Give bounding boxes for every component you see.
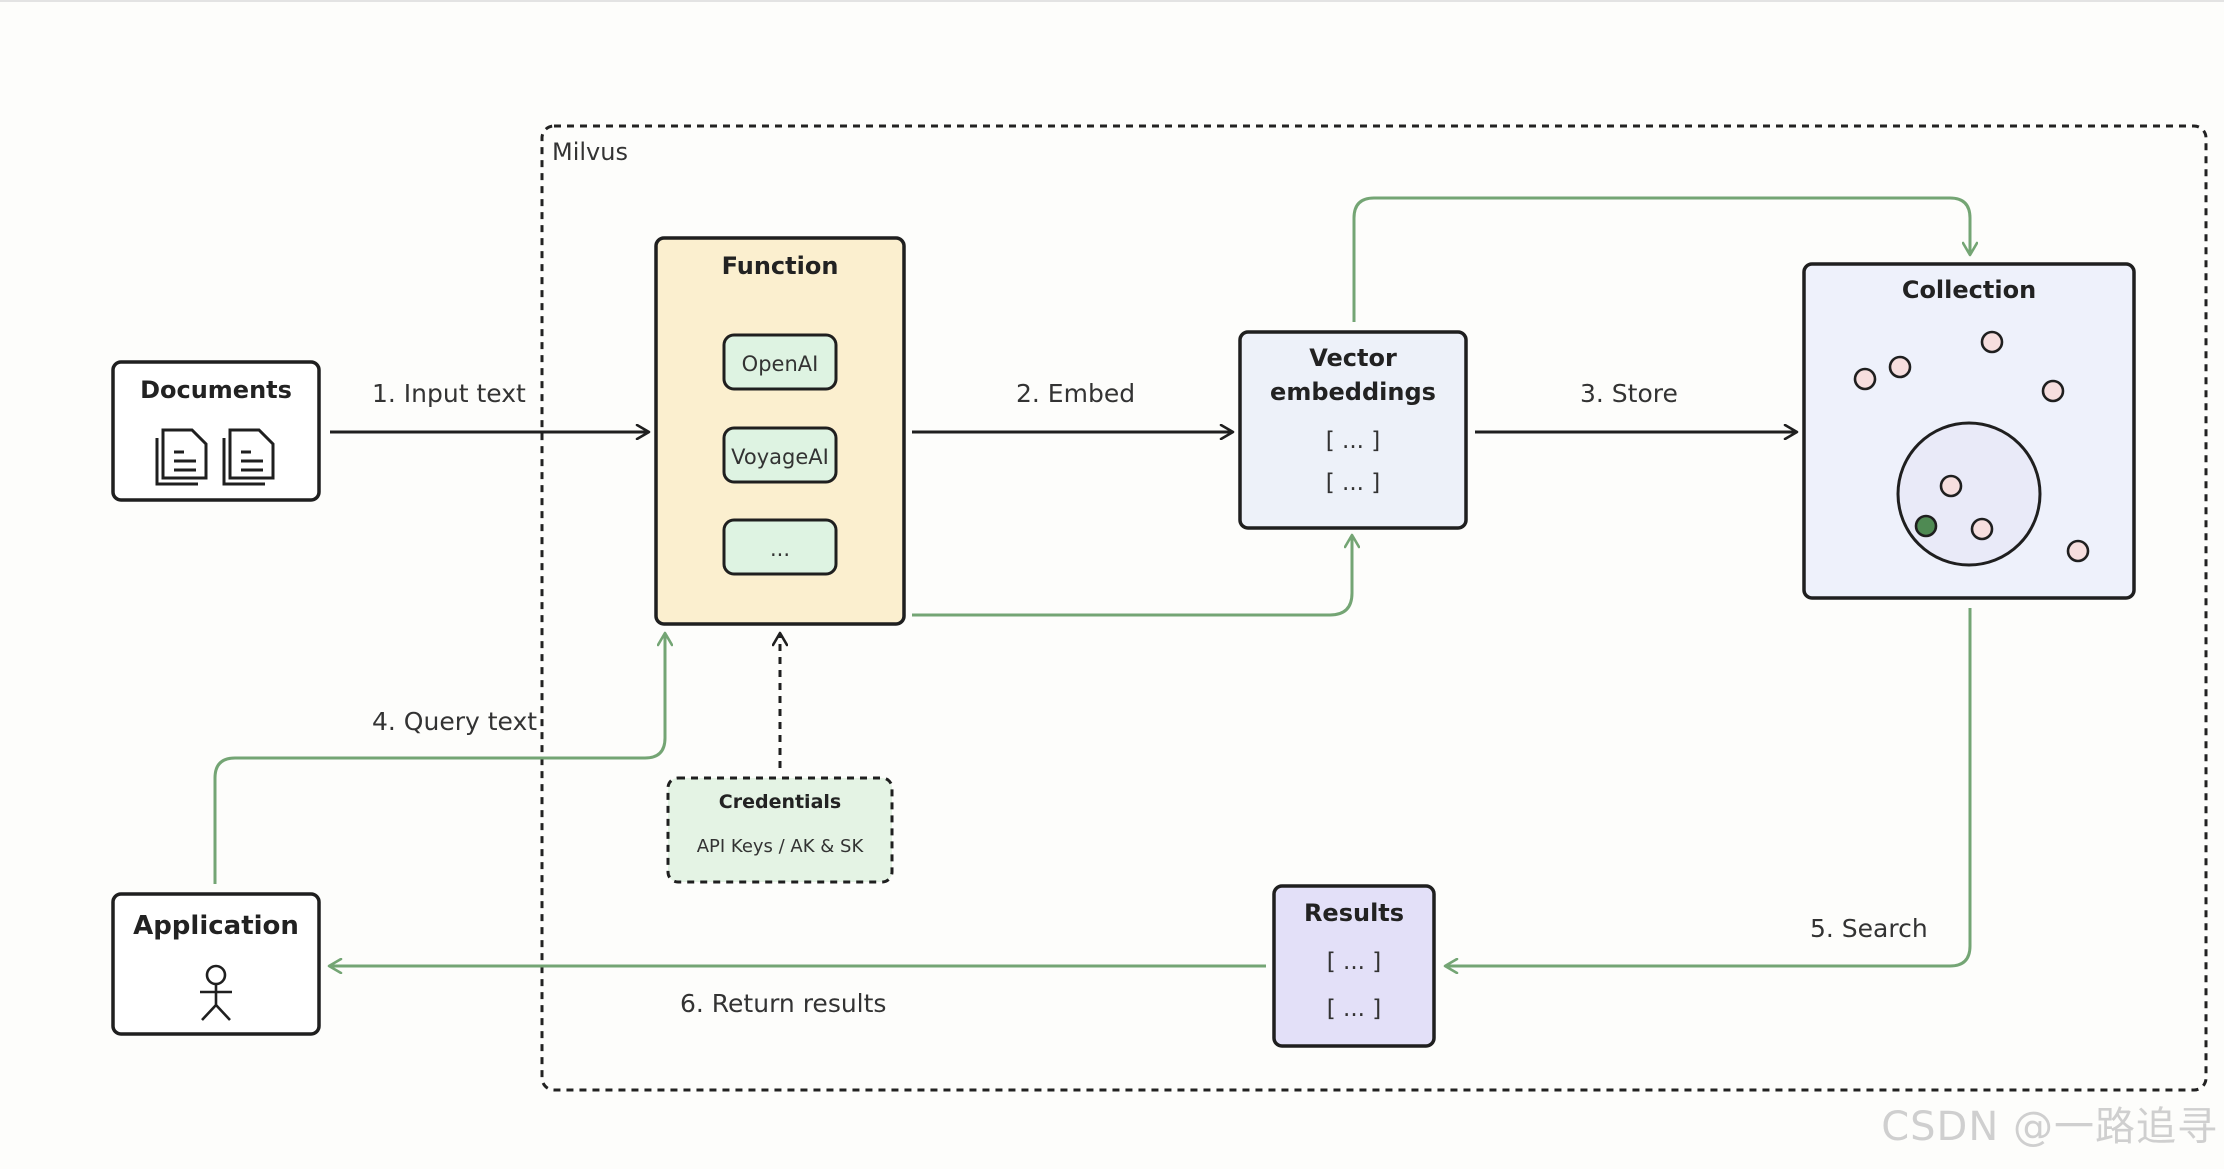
document-icon xyxy=(222,428,275,486)
credentials-title: Credentials xyxy=(719,791,841,813)
vector-title-line2: embeddings xyxy=(1270,378,1436,406)
query-vector-point xyxy=(1914,514,1938,538)
result-item: [ ... ] xyxy=(1327,949,1382,975)
step-input-label: 1. Input text xyxy=(372,379,526,408)
query-embed-arrow xyxy=(912,536,1352,617)
result-item: [ ... ] xyxy=(1327,996,1382,1022)
milvus-label: Milvus xyxy=(552,138,628,166)
step-search-label: 5. Search xyxy=(1810,914,1928,943)
provider-openai-label: OpenAI xyxy=(742,352,819,376)
results-title: Results xyxy=(1304,899,1404,927)
provider-voyageai[interactable] xyxy=(722,426,838,484)
person-icon xyxy=(200,964,232,1021)
application-box: Application xyxy=(111,892,321,1036)
milvus-container xyxy=(540,124,2208,1092)
vector-title-line1: Vector xyxy=(1309,344,1397,372)
vector-point xyxy=(1980,330,2004,354)
top-border xyxy=(0,0,2224,2)
step-query-label: 4. Query text xyxy=(372,707,537,736)
vector-item: [ ... ] xyxy=(1326,428,1381,454)
query-text-arrow xyxy=(213,634,665,884)
provider-openai[interactable] xyxy=(722,333,838,391)
provider-more-label: ... xyxy=(770,537,790,561)
watermark: CSDN @一路追寻 xyxy=(1881,1104,2218,1150)
vector-point xyxy=(2041,379,2065,403)
document-icon xyxy=(155,428,208,486)
provider-more[interactable] xyxy=(722,518,838,576)
credentials-box: Credentials API Keys / AK & SK xyxy=(666,776,894,884)
documents-title: Documents xyxy=(140,376,292,404)
vector-embeddings-box: Vector embeddings [ ... ] [ ... ] xyxy=(1238,330,1468,530)
step-store-label: 3. Store xyxy=(1580,379,1678,408)
vector-point xyxy=(1888,355,1912,379)
provider-voyageai-label: VoyageAI xyxy=(731,445,829,469)
documents-box: Documents xyxy=(111,360,321,502)
vector-point xyxy=(1970,517,1994,541)
function-box: Function OpenAI VoyageAI ... xyxy=(654,236,906,626)
vector-point xyxy=(1939,474,1963,498)
store-embeddings-arrow xyxy=(1352,196,1970,322)
collection-box: Collection xyxy=(1802,262,2136,600)
step-return-label: 6. Return results xyxy=(680,989,886,1018)
function-title: Function xyxy=(722,252,839,280)
results-box: Results [ ... ] [ ... ] xyxy=(1272,884,1436,1048)
collection-title: Collection xyxy=(1902,276,2036,304)
application-title: Application xyxy=(133,911,299,941)
vector-point xyxy=(1853,367,1877,391)
search-arrow xyxy=(1446,608,1972,966)
step-embed-label: 2. Embed xyxy=(1016,379,1135,408)
credentials-subtitle: API Keys / AK & SK xyxy=(697,836,865,857)
vector-item: [ ... ] xyxy=(1326,470,1381,496)
search-radius-circle xyxy=(1896,421,2042,567)
vector-point xyxy=(2066,539,2090,563)
